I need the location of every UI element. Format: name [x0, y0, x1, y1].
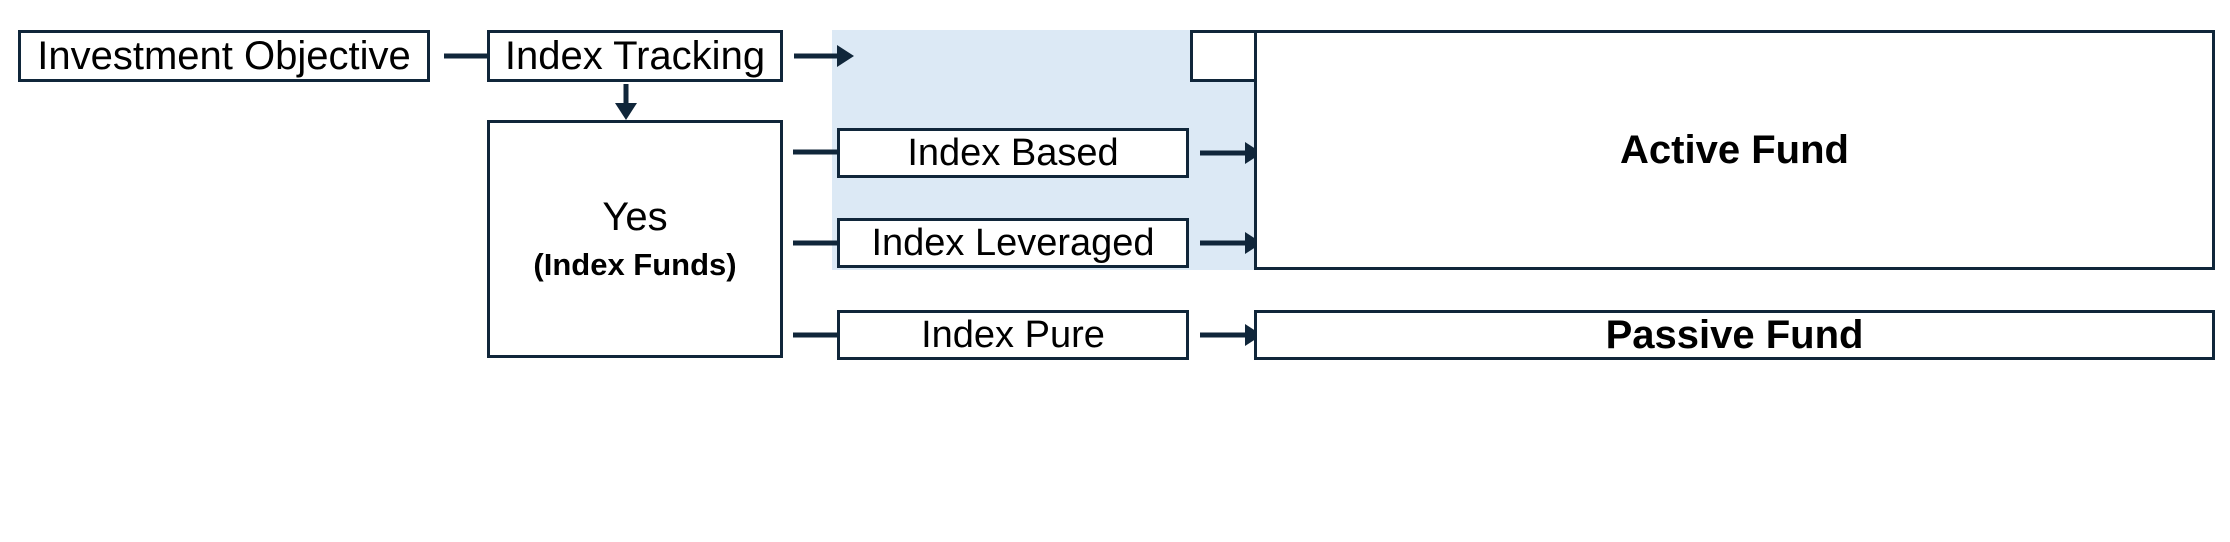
node-yes-index-funds-label-secondary: (Index Funds)	[533, 247, 737, 283]
arrow-right-icon-pure-to-passive	[1200, 323, 1262, 347]
arrow-right-icon-tracking-to-no	[794, 44, 854, 68]
node-yes-index-funds-labels: Yes (Index Funds)	[533, 195, 736, 283]
node-investment-objective[interactable]: Investment Objective	[18, 30, 430, 82]
node-passive-fund-label: Passive Fund	[1605, 312, 1864, 357]
node-index-pure-label: Index Pure	[921, 313, 1105, 356]
node-yes-index-funds[interactable]: Yes (Index Funds)	[487, 120, 783, 358]
node-index-based-label: Index Based	[907, 131, 1119, 174]
node-index-pure[interactable]: Index Pure	[837, 310, 1189, 360]
node-passive-fund[interactable]: Passive Fund	[1254, 310, 2215, 360]
node-yes-index-funds-label-primary: Yes	[602, 195, 668, 240]
arrow-right-icon-leveraged-to-active	[1200, 231, 1262, 255]
node-investment-objective-label: Investment Objective	[37, 33, 411, 78]
node-index-leveraged-label: Index Leveraged	[871, 221, 1155, 264]
arrow-right-icon-based-to-active	[1200, 141, 1262, 165]
node-active-fund[interactable]: Active Fund	[1254, 30, 2215, 270]
node-index-leveraged[interactable]: Index Leveraged	[837, 218, 1189, 268]
node-index-based[interactable]: Index Based	[837, 128, 1189, 178]
arrow-down-icon-tracking-to-yes	[614, 84, 638, 120]
node-active-fund-label: Active Fund	[1620, 127, 1849, 172]
node-index-tracking[interactable]: Index Tracking	[487, 30, 783, 82]
node-index-tracking-label: Index Tracking	[504, 33, 766, 78]
